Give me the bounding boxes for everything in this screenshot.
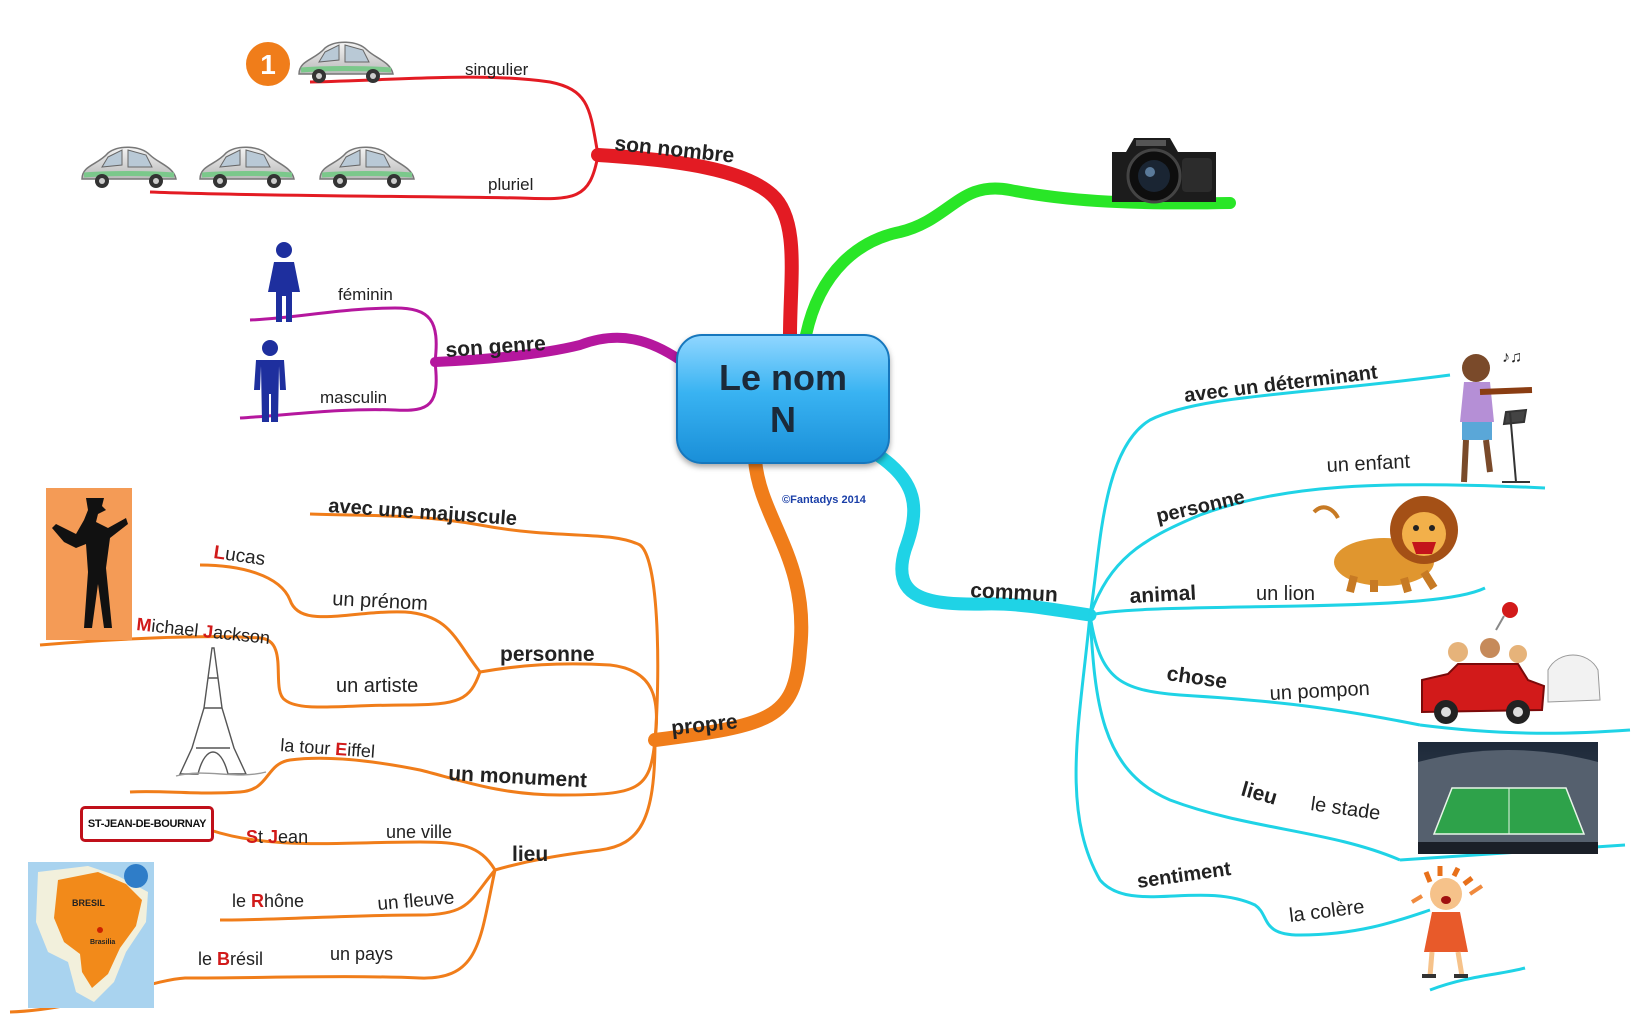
label-commun: commun	[970, 579, 1059, 607]
label-lieu-commun: lieu	[1239, 778, 1280, 810]
link-chose	[1088, 614, 1421, 727]
link-pluriel	[149, 154, 600, 201]
label-feminin: féminin	[338, 285, 393, 304]
central-letter: N	[770, 399, 796, 440]
link-determinant	[1088, 373, 1451, 616]
link-ville	[209, 828, 497, 871]
branch-propre	[648, 453, 809, 747]
label-personne-commun: personne	[1154, 486, 1247, 528]
man-icon	[254, 340, 286, 422]
label-chose: chose	[1165, 662, 1228, 693]
number-one-badge: 1	[246, 42, 290, 86]
music-note-icon: ♪♫	[1502, 349, 1522, 366]
label-la-colere: la colère	[1288, 896, 1366, 927]
branch-son-genre	[430, 332, 685, 367]
link-singulier	[309, 75, 600, 156]
link-fleuve	[219, 869, 497, 922]
central-title: Le nom	[718, 357, 847, 398]
brazil-map-icon: BRESIL Brasilia	[28, 862, 154, 1008]
brazil-map-capital: Brasilia	[90, 939, 115, 946]
brazil-map-country: BRESIL	[72, 898, 106, 908]
eiffel-tower-icon	[175, 647, 267, 777]
label-un-prenom: un prénom	[332, 588, 429, 615]
car-icon	[199, 146, 295, 188]
label-un-enfant: un enfant	[1326, 451, 1411, 477]
label-avec-un-determinant: avec un déterminant	[1183, 361, 1379, 407]
camera-icon	[1112, 138, 1216, 204]
number-one-text: 1	[260, 49, 276, 80]
label-avec-une-majuscule: avec une majuscule	[328, 495, 518, 530]
lion-icon	[1312, 496, 1458, 594]
car-icon	[298, 41, 394, 83]
branch-exemple-green	[800, 182, 1236, 341]
copyright-label: ©Fantadys 2014	[782, 494, 866, 506]
car-icon	[319, 146, 415, 188]
town-sign: ST-JEAN-DE-BOURNAY	[80, 806, 214, 842]
link-personne	[479, 662, 659, 741]
label-sentiment: sentiment	[1136, 858, 1233, 893]
label-la-tour-eiffel: la tour Eiffel	[280, 735, 376, 762]
label-un-artiste: un artiste	[336, 675, 418, 697]
label-un-fleuve: un fleuve	[377, 887, 456, 915]
link-monument	[129, 739, 657, 797]
label-masculin: masculin	[320, 388, 387, 407]
label-lieu-propre: lieu	[512, 843, 548, 866]
label-le-rhone: le Rhône	[232, 891, 304, 911]
label-personne-propre: personne	[500, 643, 595, 666]
label-st-jean: St Jean	[246, 827, 308, 847]
central-node: Le nom N	[676, 334, 890, 464]
label-une-ville: une ville	[386, 822, 452, 842]
car-icon	[81, 146, 177, 188]
link-lieu-commun	[1088, 614, 1401, 862]
link-personne-commun	[1088, 483, 1546, 616]
violin-boy-icon: ♪♫	[1460, 349, 1533, 483]
label-un-pompon: un pompon	[1269, 678, 1370, 705]
branch-son-nombre	[591, 148, 799, 342]
link-artiste	[39, 635, 482, 709]
label-michael-jackson: Michael Jackson	[136, 614, 271, 648]
link-prenom	[199, 563, 482, 673]
angry-girl-icon	[1410, 866, 1484, 978]
label-singulier: singulier	[465, 60, 529, 79]
label-un-monument: un monument	[448, 762, 588, 792]
label-animal: animal	[1129, 582, 1197, 608]
link-sentiment	[1074, 614, 1431, 937]
silhouette-icon	[46, 488, 132, 640]
label-un-pays: un pays	[330, 944, 393, 964]
link-sentiment-tail	[1429, 966, 1526, 992]
stadium-icon	[1418, 742, 1598, 854]
town-sign-text: ST-JEAN-DE-BOURNAY	[87, 818, 207, 830]
label-le-stade: le stade	[1309, 793, 1381, 825]
label-un-lion: un lion	[1256, 583, 1315, 605]
label-le-bresil: le Brésil	[198, 949, 263, 969]
link-lieu	[494, 739, 657, 872]
link-chose-tail	[1419, 723, 1631, 735]
woman-icon	[268, 242, 300, 322]
link-majuscule	[309, 512, 660, 741]
link-animal	[1089, 586, 1486, 617]
branch-commun	[863, 443, 1097, 622]
label-pluriel: pluriel	[488, 175, 533, 194]
pompon-car-icon	[1421, 602, 1601, 724]
link-masculin	[239, 361, 438, 420]
